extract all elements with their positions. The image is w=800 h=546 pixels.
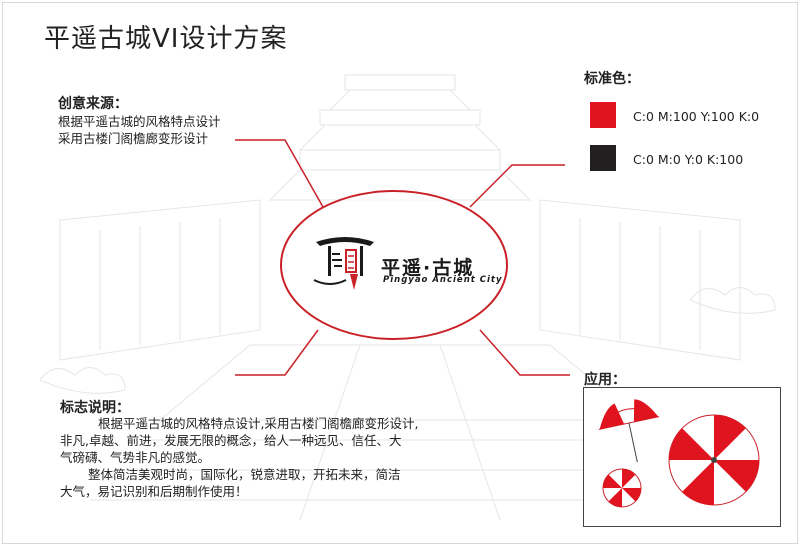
inspiration-line-1: 根据平遥古城的风格特点设计 (58, 114, 221, 129)
description-line-2: 非凡,卓越、前进，发展无限的概念，给人一种远见、信任、大 (60, 433, 402, 448)
description-line-4: 整体简洁美观时尚，国际化，锐意进取，开拓未来，简洁 (88, 467, 401, 482)
application-heading: 应用： (584, 372, 626, 388)
logo-english-text: Pingyao Ancient City (383, 275, 503, 285)
description-line-5: 大气，易记识别和后期制作使用！ (60, 484, 248, 499)
black-cmyk-label: C:0 M:0 Y:0 K:100 (633, 152, 744, 167)
application-panel (583, 387, 781, 527)
umbrella-large-top-icon (668, 414, 760, 506)
standard-colors-heading: 标准色： (584, 71, 640, 87)
connector-bottom-right (479, 329, 570, 376)
connector-bottom-left (235, 329, 319, 376)
inspiration-heading: 创意来源： (58, 96, 128, 112)
description-line-1: 根据平遥古城的风格特点设计,采用古楼门阁檐廊变形设计, (98, 416, 419, 431)
umbrella-small-top-icon (602, 468, 642, 508)
description-line-3: 气磅礴、气势非凡的感觉。 (60, 450, 211, 465)
page-title: 平遥古城VI设计方案 (44, 24, 288, 54)
inspiration-line-2: 采用古楼门阁檐廊变形设计 (58, 131, 209, 146)
logo-chinese-text: 平遥·古城 (381, 257, 475, 279)
description-heading: 标志说明： (60, 400, 130, 416)
umbrella-mockups (598, 399, 760, 508)
umbrella-side-icon (598, 399, 660, 463)
connector-top-right (469, 164, 565, 208)
gate-logo-icon (313, 237, 374, 290)
logo-ellipse (280, 190, 508, 340)
connector-top-left (235, 139, 324, 208)
red-cmyk-label: C:0 M:100 Y:100 K:0 (633, 109, 760, 124)
black-swatch (590, 145, 616, 171)
red-swatch (590, 102, 616, 128)
